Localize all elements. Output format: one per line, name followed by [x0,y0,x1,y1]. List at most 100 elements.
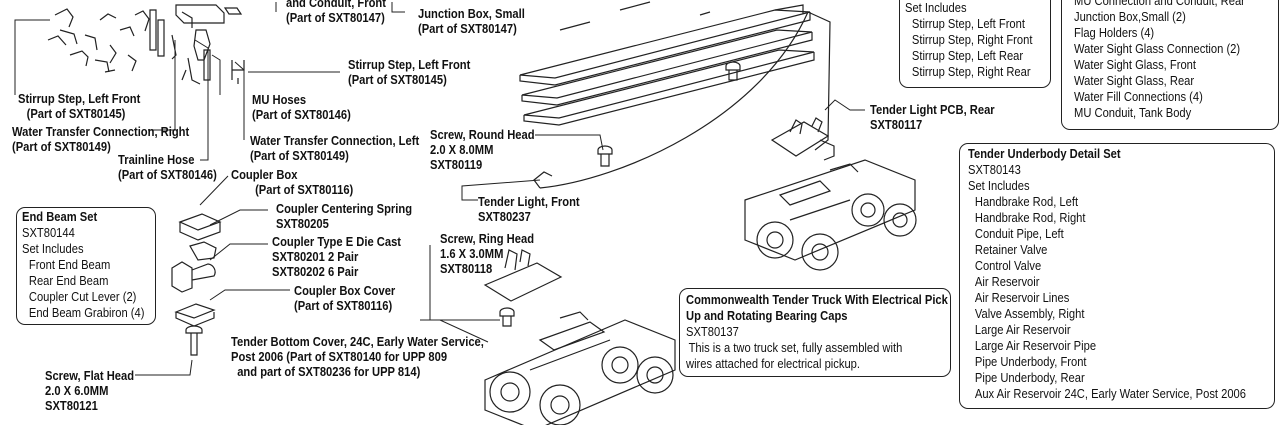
label-screw-flat-head: Screw, Flat Head 2.0 X 6.0MM SXT80121 [45,368,134,413]
conduit-set-text: MU Connection and Conduit, Rear Junction… [1074,0,1245,121]
label-line: and part of SXT80236 for UPP 814) [231,364,421,379]
label-line: Water Transfer Connection, Left [250,133,420,148]
label-conduit-front: and Conduit, Front (Part of SXT80147) [286,0,386,25]
label-line: Tender Light, Front [478,194,580,209]
end-beam-set-includes: Set Includes [22,241,84,256]
label-line: SXT80121 [45,398,98,413]
label-line: Water Transfer Connection, Right [12,124,190,139]
label-line: Tender Light PCB, Rear [870,102,995,117]
screw-icons [185,61,741,356]
label-water-transfer-right: Water Transfer Connection, Right (Part o… [12,124,189,154]
stirrup-set-text: Set Includes Stirrup Step, Left Front St… [905,0,1032,80]
stirrup-set-box [899,0,1051,88]
label-coupler-box-cover: Coupler Box Cover (Part of SXT80116) [294,283,395,313]
label-line: SXT80202 6 Pair [272,264,359,279]
end-beam-set-part: SXT80144 [22,225,75,240]
list-item: Junction Box,Small (2) [1074,9,1186,24]
label-line: Coupler Box [231,167,298,182]
label-line: (Part of SXT80116) [255,182,354,197]
list-item: Pipe Underbody, Rear [974,370,1085,385]
detail-parts-cluster [47,4,245,85]
truck-set-part: SXT80137 [686,324,739,339]
end-beam-set-box [16,207,156,325]
label-stirrup-step-left-front-top: Stirrup Step, Left Front (Part of SXT801… [348,57,470,87]
label-line: Screw, Round Head [430,127,535,142]
truck-set-text: Commonwealth Tender Truck With Electrica… [686,292,948,372]
label-line: (Part of SXT80116) [294,298,393,313]
light-bracket [483,249,563,302]
list-item: Handbrake Rod, Left [974,194,1079,209]
underbody-set-part: SXT80143 [968,162,1021,177]
underbody-set-includes: Set Includes [968,178,1030,193]
underbody-set-title: Tender Underbody Detail Set [968,146,1121,161]
label-line: (Part of SXT80149) [250,148,349,163]
list-item: MU Conduit, Tank Body [1074,105,1192,120]
label-junction-box-small: Junction Box, Small (Part of SXT80147) [418,6,525,36]
label-line: Coupler Box Cover [294,283,396,298]
label-line: SXT80118 [440,261,493,276]
label-screw-round-head: Screw, Round Head 2.0 X 8.0MM SXT80119 [430,127,535,172]
list-item: Pipe Underbody, Front [974,354,1087,369]
label-line: (Part of SXT80145) [26,106,126,121]
label-line: Stirrup Step, Left Front [348,57,471,72]
list-item: Stirrup Step, Right Rear [911,64,1031,79]
truck-set-box [679,288,951,377]
truck-set-desc-line: wires attached for electrical pickup. [686,356,860,371]
label-line: SXT80117 [870,117,923,132]
label-line: Trainline Hose [118,152,195,167]
truck-set-desc-line: This is a two truck set, fully assembled… [688,340,903,355]
list-item: Front End Beam [28,257,111,272]
list-item: Conduit Pipe, Left [974,226,1064,241]
list-item: Stirrup Step, Left Front [911,16,1025,31]
end-beam-set-title: End Beam Set [22,209,98,224]
list-item: End Beam Grabiron (4) [28,305,145,320]
tender-truck-upper [744,159,917,271]
truck-set-title-line: Commonwealth Tender Truck With Electrica… [686,292,948,307]
list-item: Large Air Reservoir [974,322,1071,337]
label-line: Junction Box, Small [418,6,525,21]
label-line: Stirrup Step, Left Front [18,91,141,106]
label-line: 2.0 X 6.0MM [45,383,109,398]
light-pcb-parts [770,117,835,161]
label-line: SXT80119 [430,157,483,172]
label-line: Screw, Flat Head [45,368,135,383]
label-line: (Part of SXT80147) [418,21,517,36]
label-coupler-type-e: Coupler Type E Die Cast SXT80201 2 Pair … [272,234,401,279]
list-item: Valve Assembly, Right [974,306,1085,321]
underbody-set-text: Tender Underbody Detail Set SXT80143 Set… [968,146,1246,402]
label-line: SXT80205 [276,216,329,231]
label-coupler-box: Coupler Box (Part of SXT80116) [231,167,353,197]
label-mu-hoses: MU Hoses (Part of SXT80146) [252,92,351,122]
list-item: Water Sight Glass, Rear [1074,73,1195,88]
label-line: and Conduit, Front [286,0,386,10]
list-item: Air Reservoir [974,274,1040,289]
list-item: Stirrup Step, Left Rear [911,48,1024,63]
label-line: 2.0 X 8.0MM [430,142,494,157]
label-line: Coupler Centering Spring [276,201,413,216]
truck-set-title-line: Up and Rotating Bearing Caps [686,308,848,323]
label-tender-light-front: Tender Light, Front SXT80237 [478,194,580,224]
label-trainline-hose: Trainline Hose (Part of SXT80146) [118,152,217,182]
list-item: Large Air Reservoir Pipe [974,338,1097,353]
list-item: Rear End Beam [28,273,109,288]
label-line: SXT80237 [478,209,531,224]
label-stirrup-step-left-front-left: Stirrup Step, Left Front (Part of SXT801… [18,91,140,121]
label-tender-light-pcb-rear: Tender Light PCB, Rear SXT80117 [870,102,995,132]
list-item: Air Reservoir Lines [974,290,1070,305]
list-item: Coupler Cut Lever (2) [28,289,137,304]
list-item: Stirrup Step, Right Front [911,32,1033,47]
label-line: SXT80201 2 Pair [272,249,359,264]
label-line: (Part of SXT80145) [348,72,447,87]
label-line: (Part of SXT80147) [286,10,385,25]
list-item: MU Connection and Conduit, Rear [1074,0,1245,8]
label-screw-ring-head: Screw, Ring Head 1.6 X 3.0MM SXT80118 [440,231,534,276]
label-line: Tender Bottom Cover, 24C, Early Water Se… [231,334,484,349]
conduit-set-box [1061,0,1279,130]
label-line: (Part of SXT80149) [12,139,111,154]
label-line: MU Hoses [252,92,307,107]
list-item: Water Sight Glass Connection (2) [1074,41,1241,56]
list-item: Control Valve [974,258,1042,273]
list-item: Retainer Valve [974,242,1048,257]
leader-lines [14,2,865,376]
